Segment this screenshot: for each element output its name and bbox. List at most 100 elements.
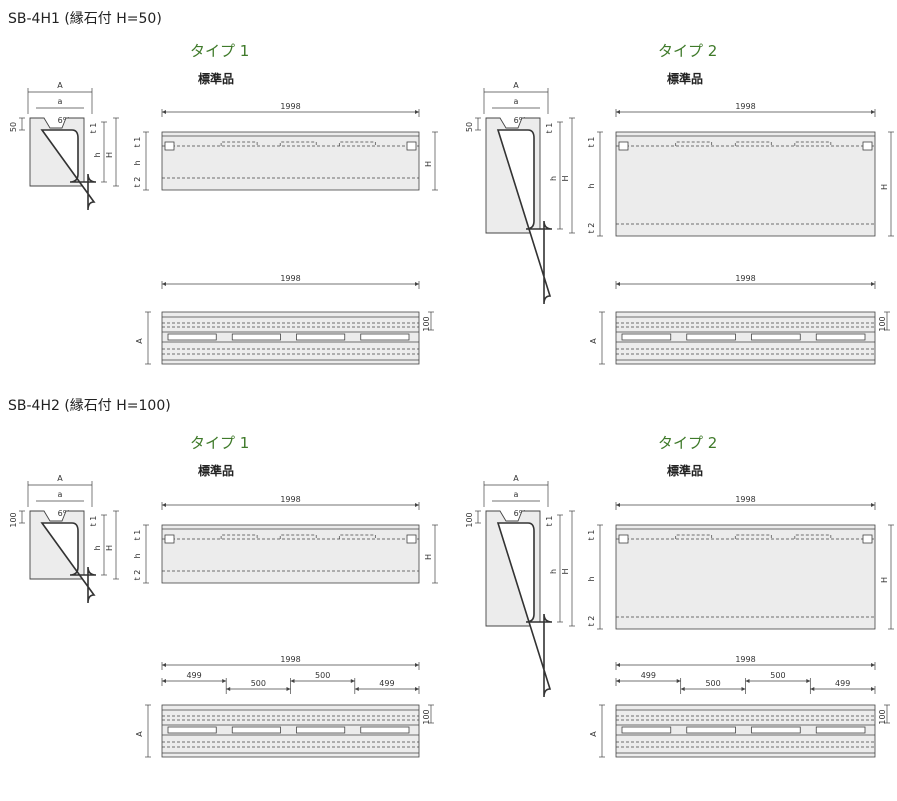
- anchor-pocket: [862, 534, 873, 544]
- arrow: [810, 687, 815, 691]
- arrow: [676, 679, 681, 683]
- section-1-type-2-label: タイプ 2: [658, 42, 718, 60]
- dimension-label: 1998: [280, 495, 300, 504]
- dimension-label: 499: [835, 679, 850, 688]
- grating-slot: [231, 333, 281, 341]
- section-1-type-1-label: タイプ 1: [190, 42, 250, 60]
- elevation-body: [615, 131, 876, 237]
- t1-label: t 1: [587, 137, 596, 148]
- section-2-type-2-label: タイプ 2: [658, 434, 718, 452]
- arrow: [226, 687, 231, 691]
- slot-outline: [675, 141, 713, 146]
- dimension-label: A: [589, 731, 598, 737]
- grating-slot: [686, 333, 736, 341]
- dim-A-label: A: [57, 474, 63, 483]
- slot-outline: [220, 534, 258, 539]
- dimension-label: 499: [641, 671, 656, 680]
- dimension-label: 100: [422, 709, 431, 724]
- section-2-type-1-sub: 標準品: [198, 464, 235, 478]
- arrow: [871, 663, 875, 667]
- arrow: [162, 679, 166, 683]
- anchor-pocket: [164, 534, 175, 544]
- channel-inner: [496, 129, 553, 305]
- arrow: [616, 679, 620, 683]
- dimension-label: A: [135, 338, 144, 344]
- t2-label: t 2: [133, 570, 142, 581]
- anchor-pocket: [406, 141, 417, 151]
- arrow: [162, 282, 166, 286]
- arrow: [286, 687, 291, 691]
- dim-A-label: A: [57, 81, 63, 90]
- anchor-pocket: [618, 141, 629, 151]
- arrow: [616, 503, 620, 507]
- dimension-label: H: [424, 161, 433, 167]
- slot-outline: [220, 141, 258, 146]
- grating-slot: [621, 726, 672, 734]
- elevation-body: [161, 524, 420, 584]
- dimension-label: H: [880, 184, 889, 190]
- dimension-label: 1998: [280, 102, 300, 111]
- dimension-label: 1998: [735, 274, 755, 283]
- dimension-label: 1998: [280, 274, 300, 283]
- dimension-label: 499: [186, 671, 201, 680]
- slot-outline: [675, 534, 713, 539]
- channel-inner: [496, 522, 553, 698]
- slope-label: 6%: [514, 509, 527, 518]
- dim-a-label: a: [514, 490, 519, 499]
- dimension-label: H: [561, 175, 570, 181]
- grating-slot: [360, 333, 410, 341]
- dimension-label: H: [561, 568, 570, 574]
- dimension-label: 500: [251, 679, 266, 688]
- arrow: [350, 679, 355, 683]
- grating-slot: [296, 726, 346, 734]
- grating-slot: [167, 726, 217, 734]
- dimension-label: A: [135, 731, 144, 737]
- dimension-label: H: [105, 152, 114, 158]
- slot-outline: [734, 141, 772, 146]
- h-label: h: [587, 576, 596, 581]
- arrow: [415, 503, 419, 507]
- t2-label: t 2: [133, 177, 142, 188]
- anchor-pocket: [164, 141, 175, 151]
- dimension-label: 500: [770, 671, 785, 680]
- section-2-type-2-sub: 標準品: [667, 464, 704, 478]
- arrow: [871, 687, 875, 691]
- dim-A-label: A: [513, 81, 519, 90]
- t1-label: t 1: [133, 137, 142, 148]
- arrow: [162, 110, 166, 114]
- arrow: [871, 503, 875, 507]
- grating-slot: [621, 333, 672, 341]
- dimension-label: 1998: [735, 655, 755, 664]
- dim-A-label: A: [513, 474, 519, 483]
- dimension-label: 1998: [735, 102, 755, 111]
- dimension-label: 50: [465, 122, 474, 132]
- dimension-label: 100: [465, 512, 474, 527]
- arrow: [415, 282, 419, 286]
- arrow: [162, 663, 166, 667]
- section-1-type-1-sub: 標準品: [198, 72, 235, 86]
- arrow: [806, 679, 811, 683]
- dim-a-label: a: [58, 97, 63, 106]
- h-label: h: [133, 553, 142, 558]
- grating-slot: [360, 726, 410, 734]
- slope-label: 6%: [514, 116, 527, 125]
- t1-label: t 1: [545, 516, 554, 527]
- slot-outline: [338, 534, 376, 539]
- dimension-label: H: [105, 545, 114, 551]
- t1-label: t 1: [133, 530, 142, 541]
- slot-outline: [338, 141, 376, 146]
- t2-label: t 2: [587, 616, 596, 627]
- grating-slot: [815, 333, 866, 341]
- arrow: [871, 110, 875, 114]
- slot-outline: [734, 534, 772, 539]
- section-2-type-1-label: タイプ 1: [190, 434, 250, 452]
- t1-label: t 1: [587, 530, 596, 541]
- h-label: h: [133, 160, 142, 165]
- grating-slot: [751, 333, 801, 341]
- anchor-pocket: [618, 534, 629, 544]
- slot-outline: [279, 141, 317, 146]
- dimension-label: h: [549, 569, 558, 574]
- dimension-label: h: [93, 545, 102, 550]
